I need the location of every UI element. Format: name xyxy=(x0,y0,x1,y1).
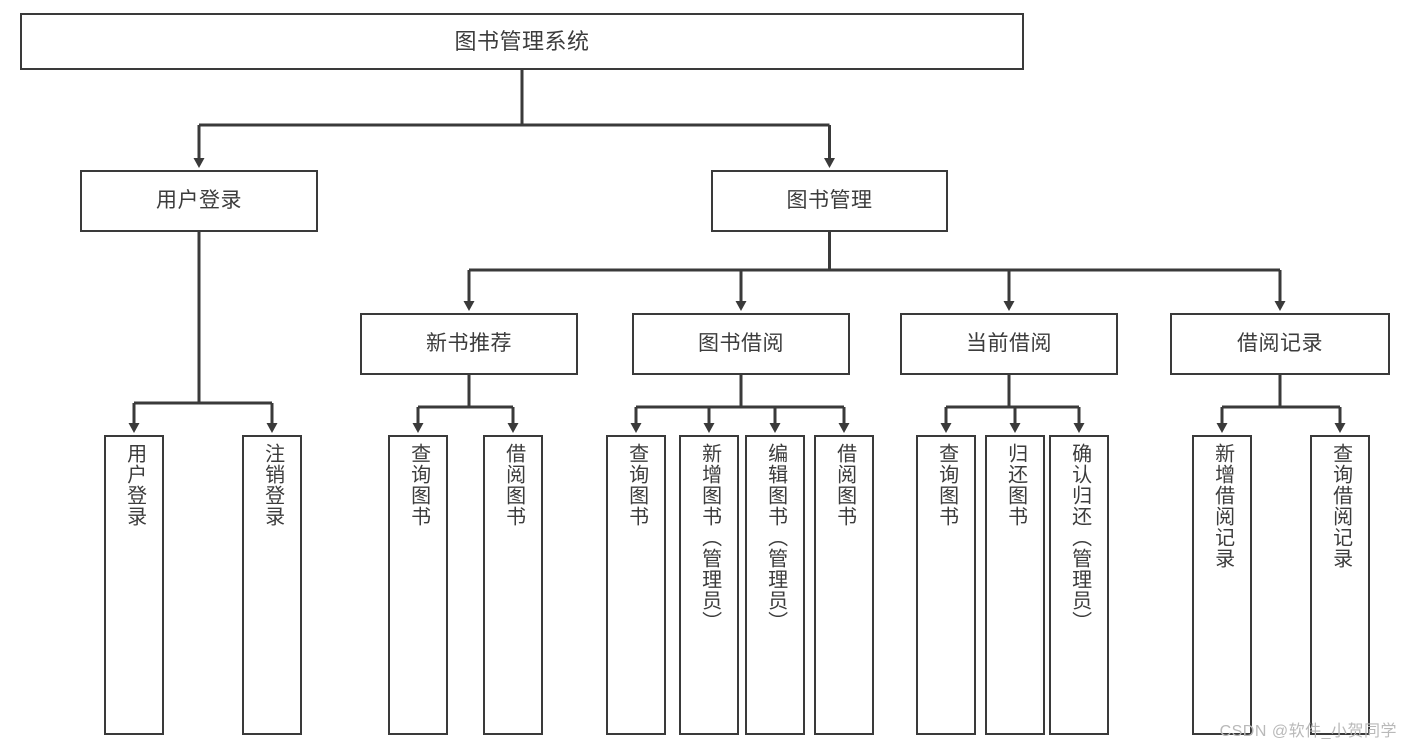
node-leaf-logout[interactable]: 注销登录 xyxy=(242,435,302,735)
csdn-watermark: CSDN @软件_小贺同学 xyxy=(1219,723,1397,740)
node-label: 图书管理系统 xyxy=(454,28,590,54)
node-label: 注销登录 xyxy=(261,443,284,527)
node-label: 图书管理 xyxy=(786,188,873,212)
node-label: 确认归还（管理员） xyxy=(1068,443,1091,632)
node-book-borrow[interactable]: 图书借阅 xyxy=(632,313,850,375)
node-label: 查询图书 xyxy=(407,443,430,527)
node-label: 用户登录 xyxy=(123,443,146,527)
node-leaf-borrow-book-1[interactable]: 借阅图书 xyxy=(483,435,543,735)
node-label: 查询借阅记录 xyxy=(1329,443,1352,569)
node-new-book-rec[interactable]: 新书推荐 xyxy=(360,313,578,375)
node-label: 图书借阅 xyxy=(698,331,784,355)
node-label: 用户登录 xyxy=(156,188,242,212)
node-label: 归还图书 xyxy=(1004,443,1027,527)
node-leaf-user-login[interactable]: 用户登录 xyxy=(104,435,164,735)
node-leaf-edit-book[interactable]: 编辑图书（管理员） xyxy=(745,435,805,735)
node-leaf-query-book-2[interactable]: 查询图书 xyxy=(606,435,666,735)
node-leaf-confirm-return[interactable]: 确认归还（管理员） xyxy=(1049,435,1109,735)
node-label: 新增借阅记录 xyxy=(1211,443,1234,569)
node-leaf-add-record[interactable]: 新增借阅记录 xyxy=(1192,435,1252,735)
node-leaf-return-book[interactable]: 归还图书 xyxy=(985,435,1045,735)
node-label: 借阅图书 xyxy=(502,443,525,527)
node-leaf-borrow-book-2[interactable]: 借阅图书 xyxy=(814,435,874,735)
node-label: 编辑图书（管理员） xyxy=(764,443,787,632)
node-leaf-add-book[interactable]: 新增图书（管理员） xyxy=(679,435,739,735)
node-borrow-record[interactable]: 借阅记录 xyxy=(1170,313,1390,375)
node-book-manage[interactable]: 图书管理 xyxy=(711,170,948,232)
node-label: 新增图书（管理员） xyxy=(698,443,721,632)
node-leaf-query-record[interactable]: 查询借阅记录 xyxy=(1310,435,1370,735)
node-label: 借阅记录 xyxy=(1237,331,1323,355)
node-current-borrow[interactable]: 当前借阅 xyxy=(900,313,1118,375)
node-label: 借阅图书 xyxy=(833,443,856,527)
node-label: 查询图书 xyxy=(935,443,958,527)
node-label: 当前借阅 xyxy=(966,331,1052,355)
node-label: 新书推荐 xyxy=(426,331,512,355)
node-user-login[interactable]: 用户登录 xyxy=(80,170,318,232)
node-root[interactable]: 图书管理系统 xyxy=(20,13,1024,70)
node-leaf-query-book-1[interactable]: 查询图书 xyxy=(388,435,448,735)
node-label: 查询图书 xyxy=(625,443,648,527)
node-leaf-query-book-3[interactable]: 查询图书 xyxy=(916,435,976,735)
